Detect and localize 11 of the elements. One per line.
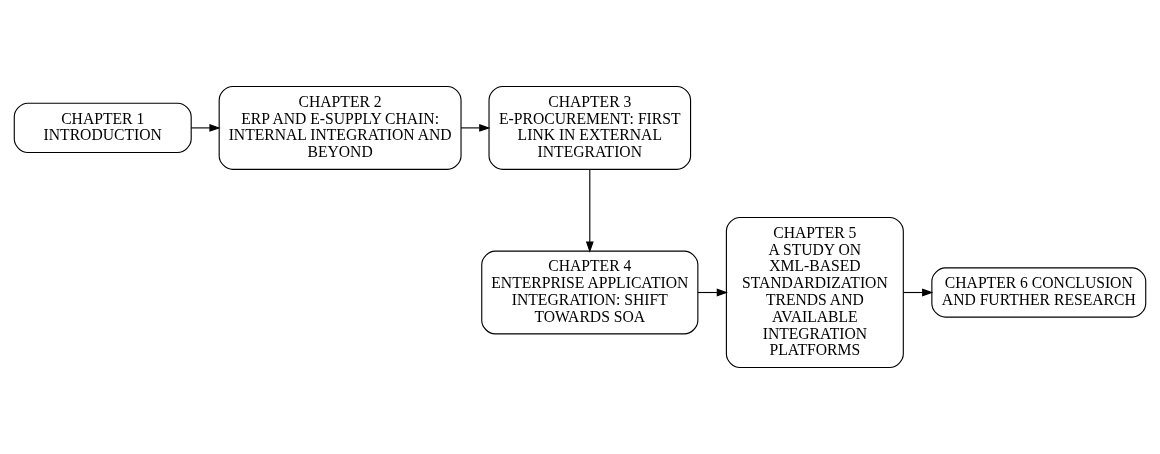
node-box: CHAPTER 5 A STUDY ON XML-BASED STANDARDIZATION TRENDS AND AVAILABLE INTEGRATION PLATFORMS bbox=[725, 216, 904, 369]
node-box: CHAPTER 4 ENTERPRISE APPLICATION INTEGRATION: SHIFT TOWARDS SOA bbox=[481, 250, 699, 335]
node-box: CHAPTER 6 CONCLUSION AND FURTHER RESEARCH bbox=[931, 267, 1147, 318]
arrow bbox=[460, 124, 491, 132]
node-box: CHAPTER 1 INTRODUCTION bbox=[13, 102, 192, 154]
node-box: CHAPTER 3 E-PROCUREMENT: FIRST LINK IN EXTERNAL INTEGRATION bbox=[488, 85, 692, 170]
arrow bbox=[190, 124, 221, 132]
arrow bbox=[585, 169, 594, 253]
arrow bbox=[697, 288, 728, 297]
arrow bbox=[903, 288, 934, 297]
node-box: CHAPTER 2 ERP AND E-SUPPLY CHAIN: INTERNAL INTEGRATION AND BEYOND bbox=[218, 85, 462, 170]
